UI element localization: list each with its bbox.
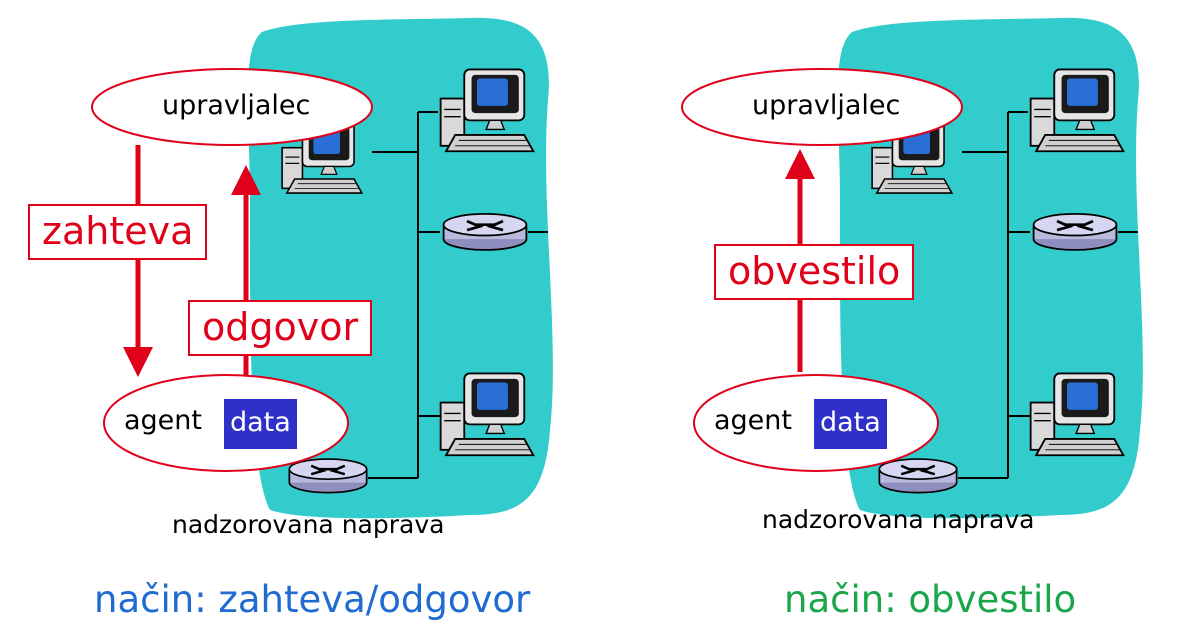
agent-label: agent [124,405,202,436]
router-icon [877,457,959,495]
response-label: odgovor [188,300,373,356]
router-icon [1032,212,1118,252]
mode-label: način: obvestilo [784,578,1077,621]
mode-label: način: zahteva/odgovor [94,578,531,621]
network-diagram [681,17,1143,519]
router-icon [442,212,528,252]
router-icon [287,457,369,495]
data-label: data [814,399,887,449]
notification-panel: upravljalec agent data obvestilo nadzoro… [590,0,1187,642]
manager-label: upravljalec [752,90,901,121]
managed-device-label: nadzorovana naprava [172,510,445,539]
request-response-panel: upravljalec agent data zahteva odgovor n… [28,17,553,621]
manager-ellipse [681,68,963,146]
notification-label: obvestilo [714,244,915,300]
request-label: zahteva [28,204,208,260]
data-label: data [224,399,297,449]
managed-device-label: nadzorovana naprava [762,505,1035,534]
agent-label: agent [714,405,792,436]
manager-ellipse [91,68,373,146]
manager-label: upravljalec [162,90,311,121]
